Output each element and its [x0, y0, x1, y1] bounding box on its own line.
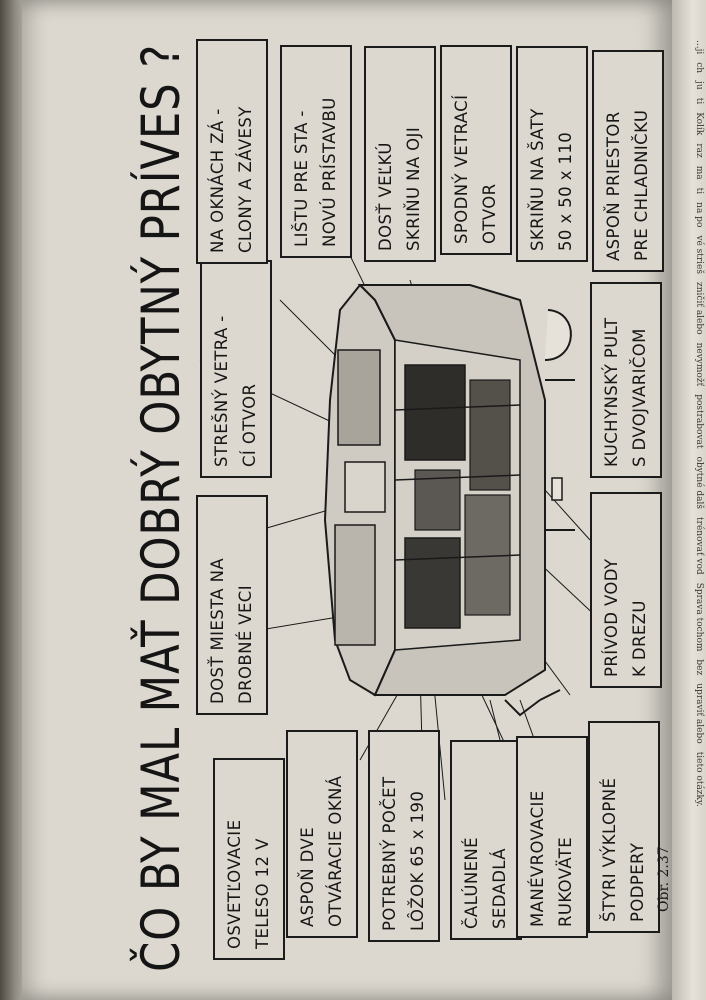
label-beds: POTREBNÝ POČET LÔŽOK 65 x 190: [368, 730, 440, 942]
label-extension-rail: LIŠTU PRE STA - NOVÚ PRÍSTAVBU: [280, 45, 352, 258]
label-fridge-space: ASPOŇ PRIESTOR PRE CHLADNIČKU: [592, 50, 664, 272]
label-water-supply: PRÍVOD VODY K DREZU: [590, 492, 662, 688]
label-drawbar-box: DOSŤ VEĽKÚ SKRIŇU NA OJI: [364, 46, 436, 262]
label-upholstered-seats: ČALÚNENÉ SEDADLÁ: [450, 740, 522, 940]
label-kitchen-counter: KUCHYNSKÝ PULT S DVOJVARIČOM: [590, 282, 662, 478]
figure-caption: Obr. 2.37: [656, 846, 672, 912]
label-roof-vent: STREŠNÝ VETRA - CÍ OTVOR: [200, 260, 272, 478]
label-windows: ASPOŇ DVE OTVÁRACIE OKNÁ: [286, 730, 358, 938]
label-small-items-space: DOSŤ MIESTA NA DROBNÉ VECI: [196, 495, 268, 715]
caravan-illustration: [323, 283, 575, 717]
label-supports: ŠTYRI VÝKLOPNÉ PODPERY: [588, 721, 660, 933]
label-curtains: NA OKNÁCH ZÁ - CLONY A ZÁVESY: [196, 39, 268, 264]
label-wardrobe: SKRIŇU NA ŠATY 50 x 50 x 110: [516, 46, 588, 262]
label-bottom-vent: SPODNÝ VETRACÍ OTVOR: [440, 45, 512, 255]
label-handles: MANÉVROVACIE RUKOVÄTE: [516, 736, 588, 938]
label-lighting: OSVETĽOVACIE TELESO 12 V: [213, 758, 285, 960]
